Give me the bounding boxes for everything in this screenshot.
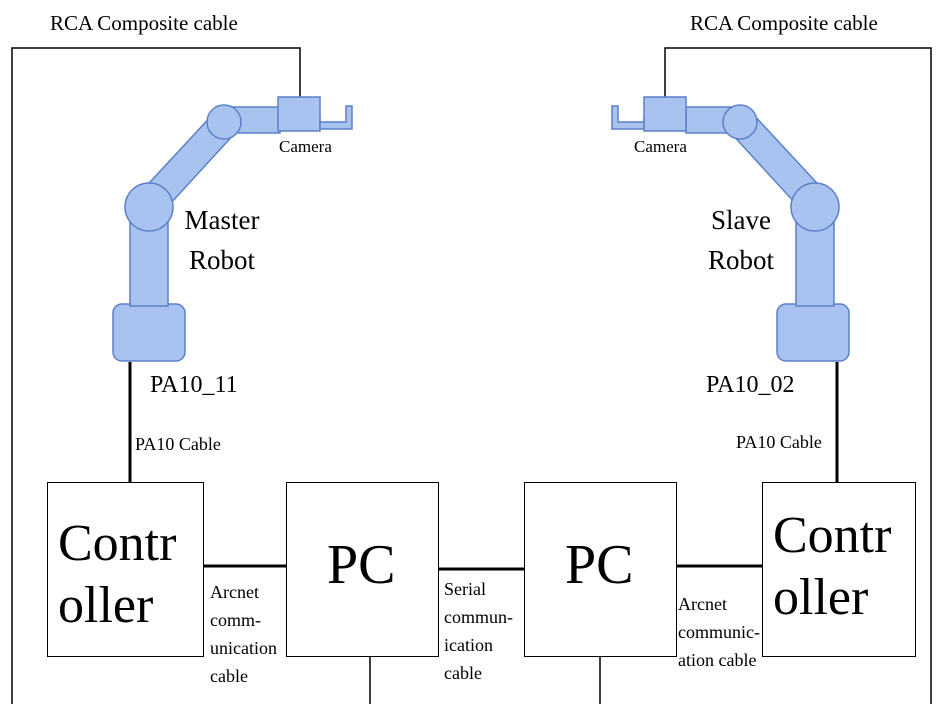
left-arcnet-label: Arcnet comm- unication cable bbox=[210, 582, 277, 686]
right-camera-label: Camera bbox=[634, 137, 687, 156]
right-rca-cable-line bbox=[664, 47, 932, 704]
slave-robot-shoulder-joint bbox=[790, 182, 840, 232]
left-pc-label: PC bbox=[327, 534, 396, 596]
left-controller-box: Contr oller bbox=[47, 482, 204, 657]
right-rca-cable-label: RCA Composite cable bbox=[690, 11, 878, 35]
master-robot-base bbox=[112, 303, 186, 362]
slave-robot-arm bbox=[611, 96, 850, 362]
right-model-label: PA10_02 bbox=[706, 372, 795, 398]
left-controller-label: Contr oller bbox=[58, 515, 177, 634]
master-robot-label: Master Robot bbox=[184, 205, 260, 275]
serial-communication-label: Serial commun- ication cable bbox=[444, 579, 513, 683]
right-controller-label: Contr oller bbox=[773, 507, 892, 626]
master-robot-elbow-joint bbox=[206, 104, 242, 140]
right-arcnet-label: Arcnet communic- ation cable bbox=[678, 594, 760, 670]
right-controller-box: Contr oller bbox=[762, 482, 916, 657]
slave-camera-body bbox=[643, 96, 687, 132]
slave-robot-base bbox=[776, 303, 850, 362]
master-camera-body bbox=[277, 96, 321, 132]
right-pc-label: PC bbox=[565, 534, 634, 596]
slave-robot-label: Slave Robot bbox=[707, 205, 774, 275]
right-pa10-cable-label: PA10 Cable bbox=[736, 432, 822, 452]
left-rca-cable-label: RCA Composite cable bbox=[50, 11, 238, 35]
slave-gripper bbox=[611, 105, 645, 130]
master-gripper bbox=[319, 105, 353, 130]
left-camera-label: Camera bbox=[279, 137, 332, 156]
slave-robot-elbow-joint bbox=[722, 104, 758, 140]
master-robot-shoulder-joint bbox=[124, 182, 174, 232]
right-pc-box: PC bbox=[524, 482, 677, 657]
master-robot-arm bbox=[112, 96, 353, 362]
left-pa10-cable-label: PA10 Cable bbox=[135, 434, 221, 454]
left-rca-cable-line bbox=[11, 47, 301, 704]
left-pc-box: PC bbox=[286, 482, 439, 657]
left-model-label: PA10_11 bbox=[150, 372, 238, 398]
